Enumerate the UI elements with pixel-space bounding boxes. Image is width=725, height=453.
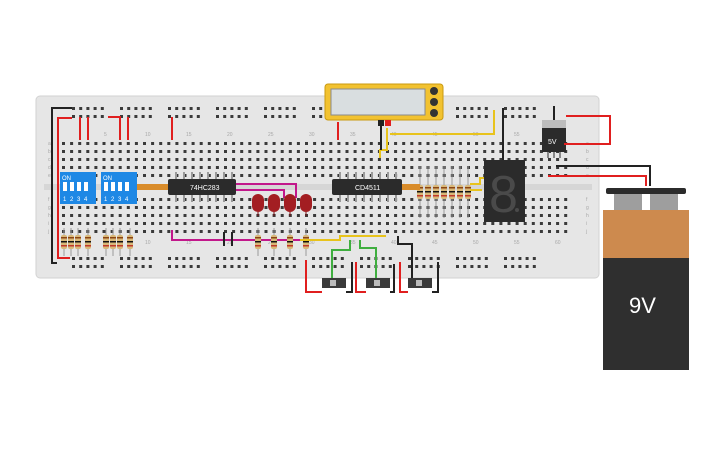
dip-number: 4 xyxy=(84,197,88,203)
switch-2[interactable] xyxy=(366,278,390,288)
dip-number: 1 xyxy=(104,197,108,203)
row-letter: b xyxy=(48,149,51,155)
switch-wires[interactable] xyxy=(305,236,439,293)
led-array xyxy=(252,194,312,216)
rail-wires-left[interactable] xyxy=(51,107,173,264)
row-letter: h xyxy=(48,213,51,219)
column-number: 45 xyxy=(432,240,438,246)
adder-chip[interactable]: 74HC283 xyxy=(168,172,236,202)
voltage-regulator: 5V xyxy=(542,120,566,158)
column-number: 50 xyxy=(473,240,479,246)
row-letter: c xyxy=(586,157,589,163)
row-letter: i xyxy=(48,221,49,227)
data-wires-orange[interactable] xyxy=(137,184,169,190)
column-number: 20 xyxy=(227,240,233,246)
column-number: 20 xyxy=(227,132,233,138)
dip-number: 2 xyxy=(70,197,74,203)
dip-on-label: ON xyxy=(103,176,112,182)
row-letter: b xyxy=(586,149,589,155)
wire-regulator[interactable] xyxy=(548,106,651,186)
row-letter: d xyxy=(586,165,589,171)
row-letter: h xyxy=(586,213,589,219)
row-letter: i xyxy=(586,221,587,227)
meter-button-icon[interactable] xyxy=(430,87,438,95)
battery: 9V xyxy=(603,188,689,370)
row-letter: a xyxy=(48,141,51,147)
column-number: 15 xyxy=(186,240,192,246)
dip-number: 2 xyxy=(111,197,115,203)
column-number: 35 xyxy=(350,132,356,138)
row-letter: g xyxy=(586,205,589,211)
dip-number: 4 xyxy=(125,197,129,203)
dip-on-label: ON xyxy=(62,176,71,182)
column-number: 5 xyxy=(104,132,107,138)
row-letter: j xyxy=(47,229,49,235)
column-number: 10 xyxy=(145,132,151,138)
dip-number: 1 xyxy=(63,197,67,203)
wire-black-short[interactable] xyxy=(223,232,233,246)
data-wires-decoder[interactable] xyxy=(402,184,420,190)
wire-yellow[interactable] xyxy=(300,110,495,241)
column-number: 10 xyxy=(145,240,151,246)
row-letter: e xyxy=(48,173,51,179)
switch-1[interactable] xyxy=(322,278,346,288)
resistor-bank-decoder xyxy=(417,166,471,218)
dip-number: 3 xyxy=(118,197,122,203)
battery-label: 9V xyxy=(629,293,656,318)
meter-button-icon[interactable] xyxy=(430,109,438,117)
column-number: 60 xyxy=(555,240,561,246)
column-number: 55 xyxy=(514,132,520,138)
dip-switch-1[interactable]: ON 1 2 3 4 xyxy=(60,172,96,204)
meter-probes[interactable] xyxy=(337,120,391,150)
wire-magenta[interactable] xyxy=(171,183,318,241)
decoder-chip-label: CD4511 xyxy=(355,185,380,192)
column-number: 15 xyxy=(186,132,192,138)
multimeter[interactable] xyxy=(324,83,444,121)
dip-switch-2[interactable]: ON 1 2 3 4 xyxy=(101,172,137,204)
dip-number: 3 xyxy=(77,197,81,203)
switch-3[interactable] xyxy=(408,278,432,288)
column-number: 35 xyxy=(350,240,356,246)
row-letter: f xyxy=(48,197,50,203)
row-letter: j xyxy=(585,229,587,235)
column-number: 55 xyxy=(514,240,520,246)
meter-button-icon[interactable] xyxy=(430,98,438,106)
decoder-chip[interactable]: CD4511 xyxy=(332,172,402,202)
column-number: 25 xyxy=(268,240,274,246)
adder-chip-label: 74HC283 xyxy=(190,185,220,192)
seven-segment-digit: 8 xyxy=(489,166,518,224)
row-letter: c xyxy=(48,157,51,163)
row-letter: g xyxy=(48,205,51,211)
row-letter: d xyxy=(48,165,51,171)
row-letter: f xyxy=(586,197,588,203)
column-number: 30 xyxy=(309,132,315,138)
column-number: 25 xyxy=(268,132,274,138)
resistor-bank-middle xyxy=(255,228,309,256)
resistor-bank-left xyxy=(61,228,133,256)
column-number: 40 xyxy=(391,240,397,246)
column-number: 30 xyxy=(309,240,315,246)
seven-segment-display: 8 xyxy=(484,160,525,224)
regulator-label: 5V xyxy=(548,139,557,146)
